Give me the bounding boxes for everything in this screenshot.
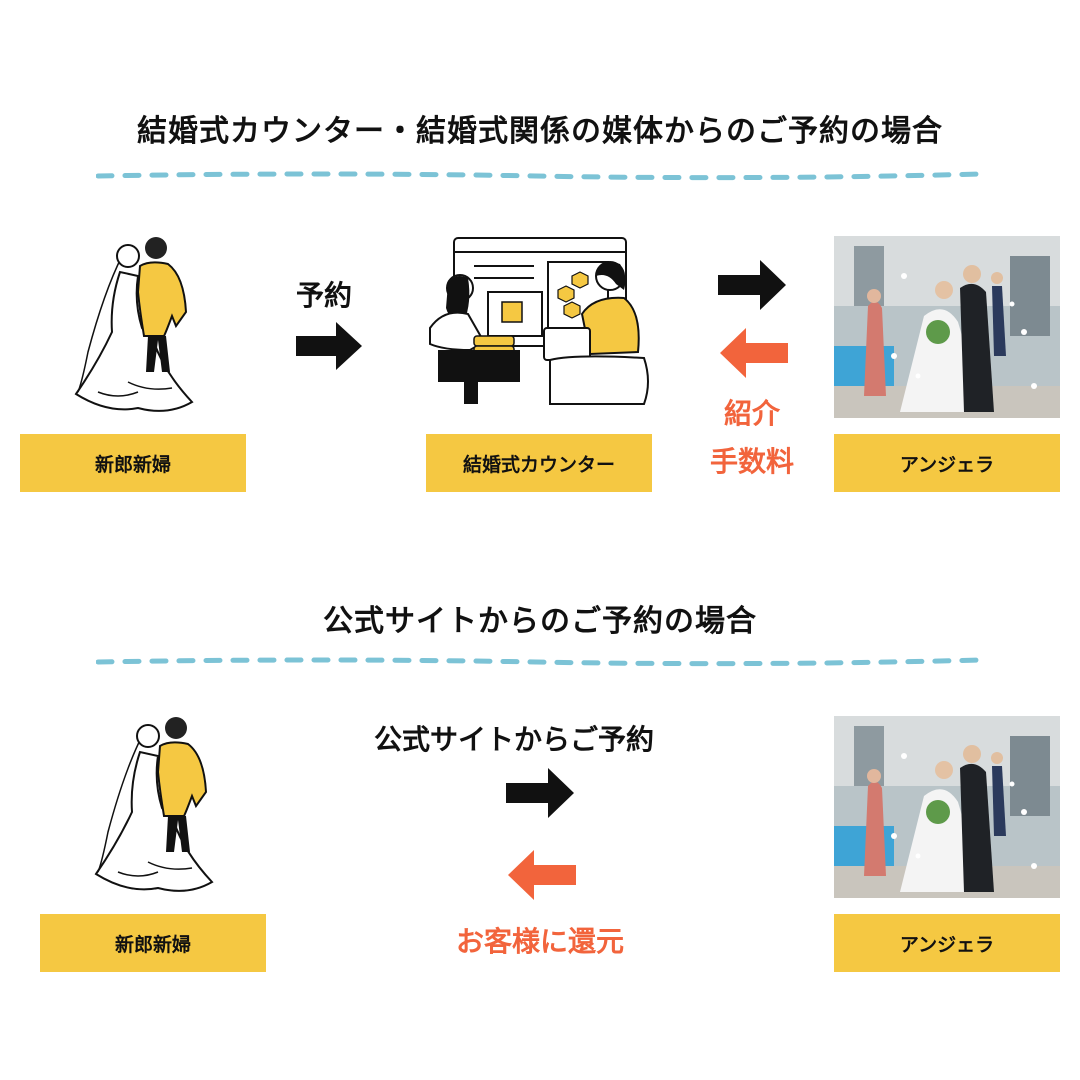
counter-label-box: 結婚式カウンター — [426, 434, 652, 492]
couple-illustration — [88, 712, 218, 902]
referral-fee-line1: 紹介 — [723, 397, 780, 430]
arrow-right-icon — [718, 260, 786, 310]
couple-label-box: 新郎新婦 — [20, 434, 246, 492]
couple-illustration — [68, 232, 198, 422]
couple-icon — [94, 717, 214, 892]
section1-divider — [96, 171, 982, 181]
venue-label-box: アンジェラ — [834, 434, 1060, 492]
arrow-left-icon — [720, 328, 788, 378]
reserve-caption: 予約 — [296, 279, 353, 312]
section2-title: 公式サイトからのご予約の場合 — [323, 604, 757, 639]
wedding-ceremony-photo — [834, 236, 1060, 418]
wedding-photo — [834, 236, 1060, 418]
arrow-left-icon — [508, 850, 576, 900]
referral-fee-line2: 手数料 — [709, 445, 794, 478]
wedding-photo — [834, 716, 1060, 898]
refund-caption: お客様に還元 — [455, 925, 624, 958]
venue-label-box: アンジェラ — [834, 914, 1060, 972]
arrow-right-icon — [296, 322, 362, 370]
couple-icon — [74, 237, 194, 412]
consultation-icon — [429, 237, 649, 405]
official-reserve-caption: 公式サイトからご予約 — [374, 723, 655, 756]
section1-title: 結婚式カウンター・結婚式関係の媒体からのご予約の場合 — [137, 114, 943, 149]
arrow-right-icon — [506, 768, 574, 818]
counter-illustration — [424, 232, 656, 410]
couple-label-box: 新郎新婦 — [40, 914, 266, 972]
section2-divider — [96, 657, 982, 667]
wedding-ceremony-photo — [834, 716, 1060, 898]
